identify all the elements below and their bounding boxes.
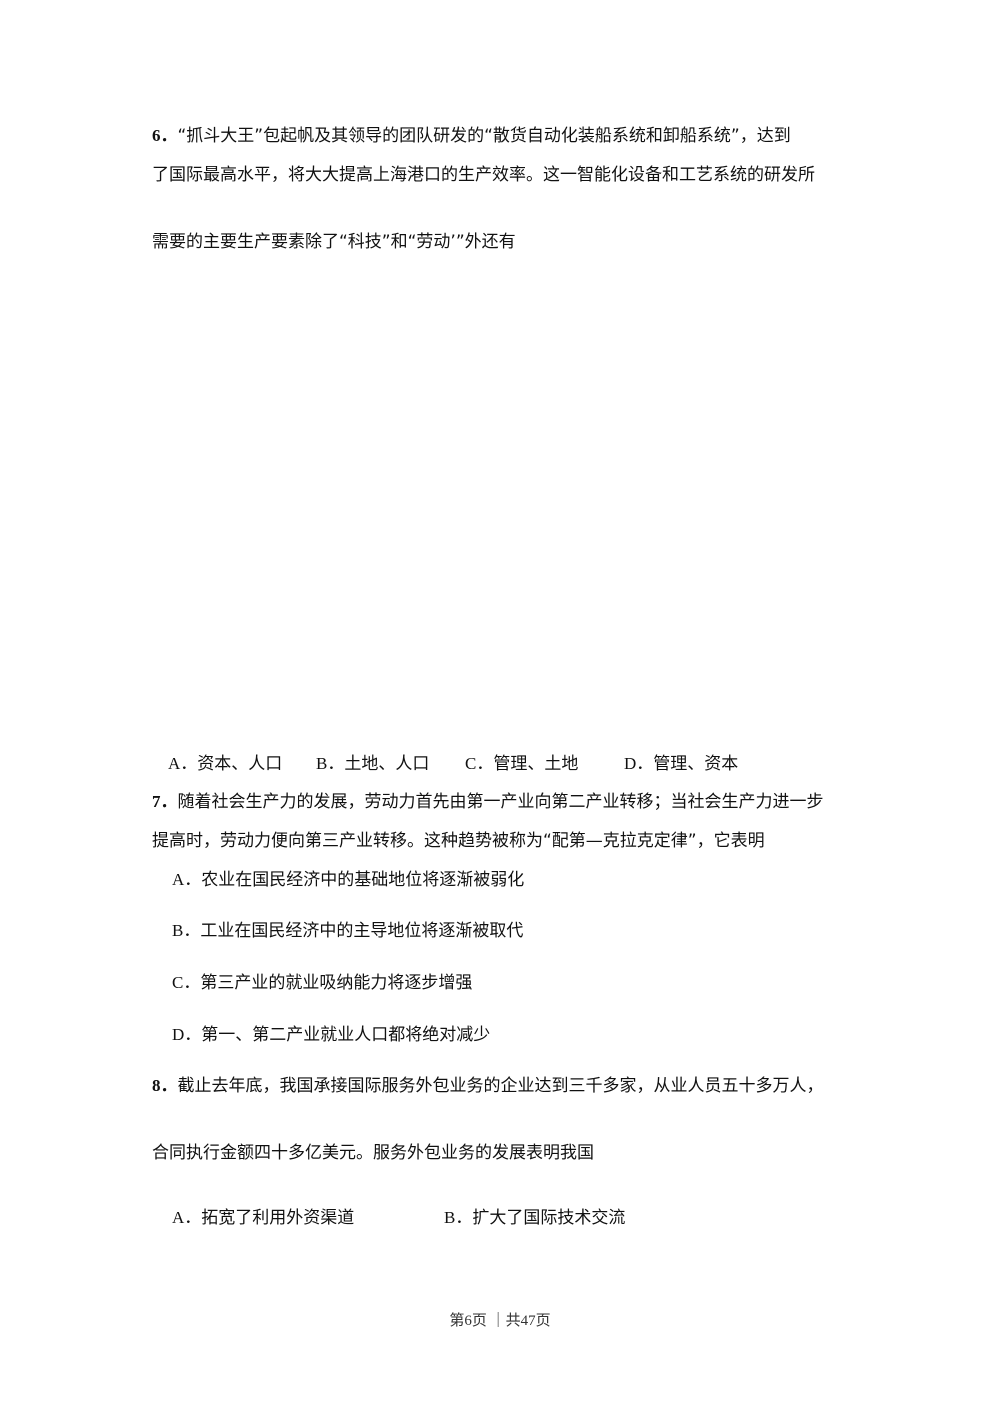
- question-7-option-d[interactable]: D．第一、第二产业就业人口都将绝对减少: [172, 1025, 491, 1045]
- question-8-option-a[interactable]: A．拓宽了利用外资渠道: [172, 1208, 355, 1228]
- question-8-line-1: 8．截止去年底，我国承接国际服务外包业务的企业达到三千多家，从业人员五十多万人，: [152, 1074, 824, 1098]
- question-6-text-2: 了国际最高水平，将大大提高上海港口的生产效率。这一智能化设备和工艺系统的研发所: [152, 165, 815, 185]
- question-8-number: 8．: [152, 1076, 178, 1095]
- question-7-option-b[interactable]: B．工业在国民经济中的主导地位将逐渐被取代: [172, 921, 524, 941]
- question-6-option-d[interactable]: D．管理、资本: [624, 754, 739, 774]
- question-7-number: 7．: [152, 792, 178, 811]
- question-6-line-1: 6．“抓斗大王”包起帆及其领导的团队研发的“散货自动化装船系统和卸船系统”，达到: [152, 124, 791, 148]
- question-8-text-1: 截止去年底，我国承接国际服务外包业务的企业达到三千多家，从业人员五十多万人，: [177, 1076, 824, 1096]
- question-8-text-2: 合同执行金额四十多亿美元。服务外包业务的发展表明我国: [152, 1143, 594, 1163]
- question-7-line-1: 7．随着社会生产力的发展，劳动力首先由第一产业向第二产业转移；当社会生产力进一步: [152, 790, 824, 814]
- question-7-text-2: 提高时，劳动力便向第三产业转移。这种趋势被称为“配第—克拉克定律”，它表明: [152, 831, 765, 851]
- question-6-text-1: “抓斗大王”包起帆及其领导的团队研发的“散货自动化装船系统和卸船系统”，达到: [177, 126, 791, 146]
- question-6-option-c[interactable]: C．管理、土地: [465, 754, 579, 774]
- question-8-option-b[interactable]: B．扩大了国际技术交流: [444, 1208, 626, 1228]
- question-7-option-a[interactable]: A．农业在国民经济中的基础地位将逐渐被弱化: [172, 870, 525, 890]
- question-6-text-3: 需要的主要生产要素除了“科技”和“劳动’”外还有: [152, 232, 516, 252]
- question-7-text-1: 随着社会生产力的发展，劳动力首先由第一产业向第二产业转移；当社会生产力进一步: [177, 792, 824, 812]
- question-6-option-a[interactable]: A．资本、人口: [168, 754, 283, 774]
- question-6-number: 6．: [152, 126, 178, 145]
- question-6-option-b[interactable]: B．土地、人口: [316, 754, 430, 774]
- page-footer: 第6页 ｜共47页: [449, 1313, 551, 1329]
- question-7-option-c[interactable]: C．第三产业的就业吸纳能力将逐步增强: [172, 973, 473, 993]
